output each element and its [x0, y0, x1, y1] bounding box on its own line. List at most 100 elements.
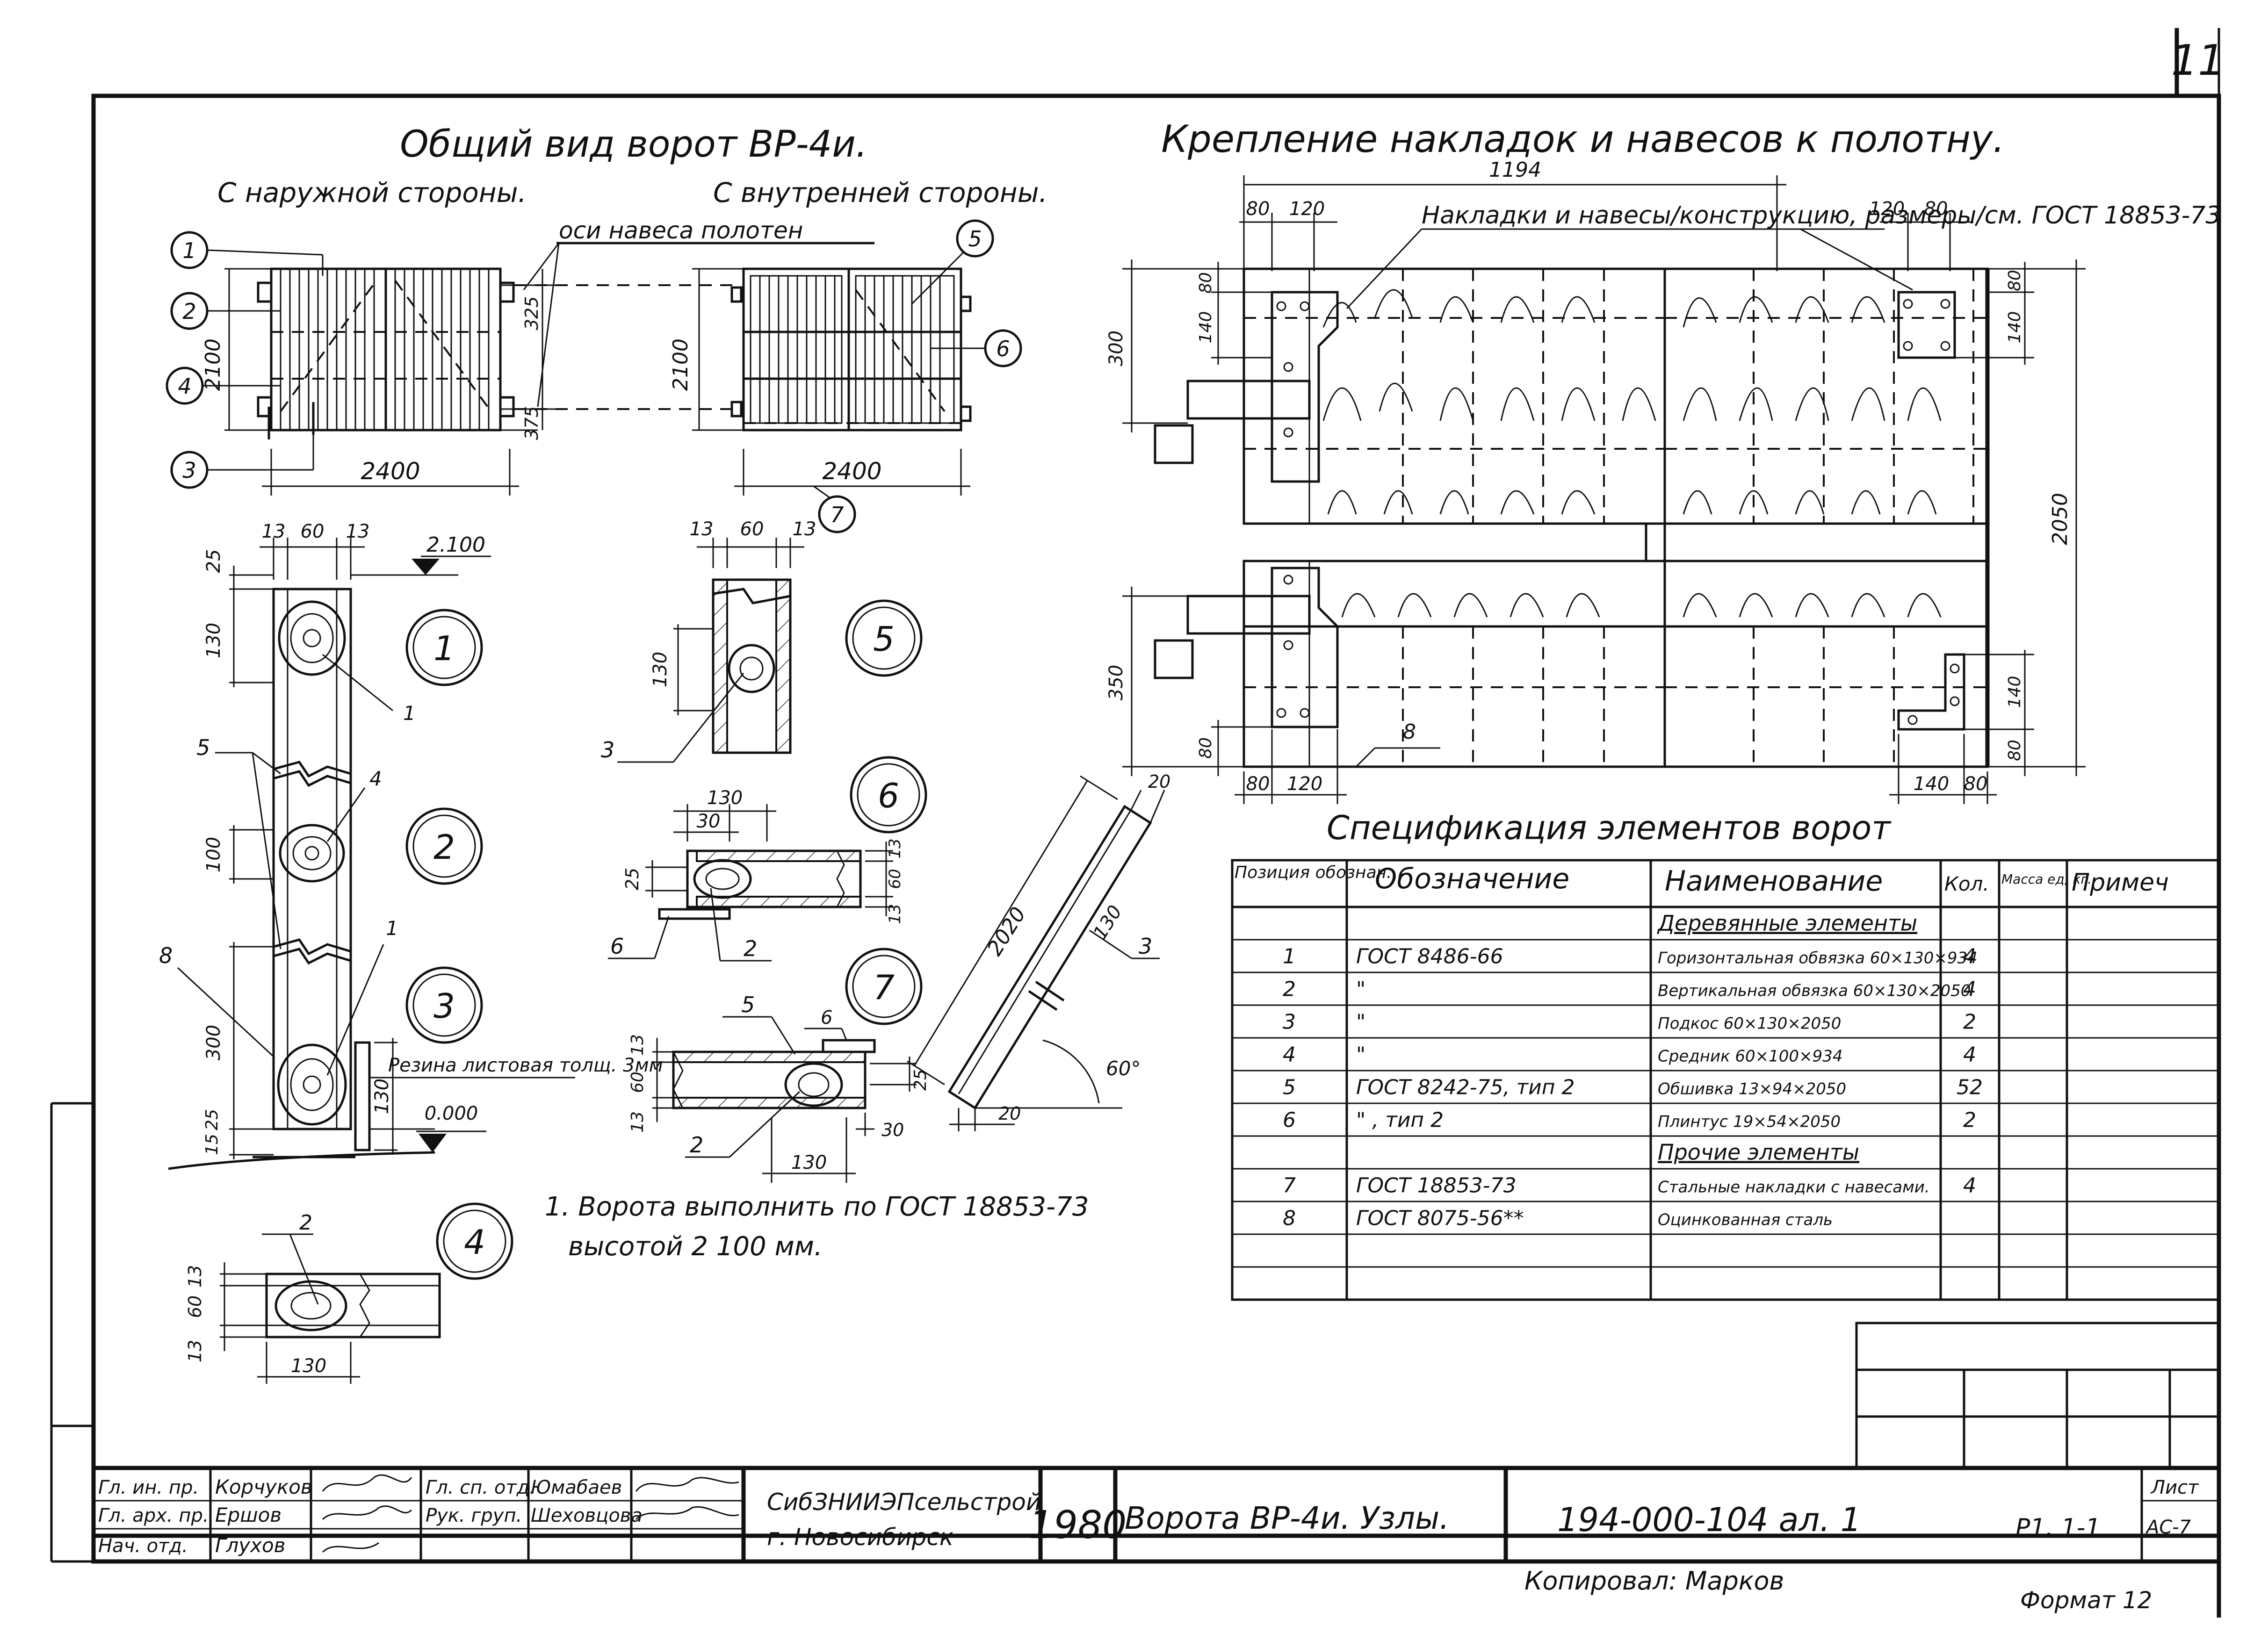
- svg-text:Кол.: Кол.: [1944, 872, 1989, 895]
- svg-text:5: 5: [741, 992, 755, 1017]
- attach-height-dim: 2050: [2048, 493, 2072, 545]
- format-label: Формат 12: [2020, 1587, 2152, 1614]
- svg-text:13: 13: [628, 1111, 647, 1133]
- gate-outside-view: 2100 325 375 2400: [201, 267, 556, 496]
- svg-text:80: 80: [1196, 272, 1215, 294]
- svg-text:2: 2: [744, 936, 757, 961]
- outside-bottom-dim: 375: [521, 406, 542, 440]
- svg-text:30: 30: [881, 1120, 904, 1140]
- sheet-frame: [50, 28, 2221, 1618]
- leaf-bottom-right: [1663, 560, 1989, 768]
- svg-text:80: 80: [1964, 773, 1988, 795]
- outside-label: С наружной стороны.: [217, 177, 527, 209]
- outside-top-dim: 325: [521, 296, 542, 331]
- spec-cell-code: ": [1356, 977, 1365, 1001]
- svg-text:6: 6: [821, 1007, 832, 1029]
- outside-height-dim: 2100: [201, 338, 225, 391]
- svg-text:4: 4: [178, 374, 191, 399]
- svg-text:25: 25: [911, 1069, 930, 1091]
- svg-text:300: 300: [1105, 331, 1127, 366]
- spec-cell-name: Горизонтальная обвязка 60×130×934: [1658, 949, 1978, 967]
- attach-dimensions: 300 140 80 80 140 2050 350 80 140 80 80 …: [1105, 259, 2086, 804]
- spec-cell-qty: 2: [1963, 1010, 1976, 1034]
- s5-dim-130: 130: [650, 652, 671, 687]
- section-4: 13 60 13 130 2 4: [185, 1202, 513, 1384]
- s4-dim-130: 130: [291, 1355, 326, 1377]
- s3-dim-300: 300: [203, 1025, 224, 1060]
- spec-cell-pos: 7: [1283, 1173, 1296, 1197]
- svg-text:60: 60: [740, 518, 764, 540]
- note-line-2: высотой 2 100 мм.: [568, 1231, 823, 1262]
- inside-label: С внутренней стороны.: [713, 177, 1047, 209]
- attach-callout-8: 8: [1403, 720, 1416, 744]
- s3-dim-15: 15: [202, 1134, 222, 1155]
- svg-text:30: 30: [697, 811, 721, 832]
- spec-cell-name: Оцинкованная сталь: [1658, 1210, 1833, 1229]
- sheet-value: АС-7: [2145, 1517, 2191, 1538]
- section-2-label: 2: [433, 827, 455, 867]
- s1-dim-13a: 13: [262, 521, 286, 542]
- spec-header: Позиция обознач. Обозначение Наименовани…: [1235, 863, 2169, 898]
- outside-callouts: 1 2 4 3: [166, 231, 324, 489]
- svg-text:Юмабаев: Юмабаев: [531, 1477, 622, 1498]
- svg-text:1: 1: [403, 702, 416, 725]
- spec-cell-pos: 2: [1283, 977, 1296, 1001]
- spec-cell-name: Подкос 60×130×2050: [1658, 1014, 1841, 1033]
- svg-text:140: 140: [2005, 311, 2024, 344]
- title-block-grid: [91, 1322, 2221, 1564]
- outside-width-dim: 2400: [361, 458, 420, 485]
- brace-angle: 60°: [1106, 1057, 1141, 1080]
- hinge-axis-label: оси навеса полотен: [559, 217, 803, 244]
- inside-callouts: 5 6 7: [813, 219, 1022, 533]
- svg-text:80: 80: [1246, 198, 1270, 220]
- svg-text:1: 1: [386, 917, 398, 940]
- s3-dim-130: 130: [371, 1079, 393, 1114]
- svg-text:25: 25: [622, 868, 643, 890]
- leaf-top-left: [1154, 267, 1666, 525]
- svg-text:Обозначение: Обозначение: [1375, 863, 1569, 895]
- svg-text:13: 13: [185, 1340, 205, 1362]
- spec-cell-pos: 5: [1283, 1075, 1296, 1099]
- svg-text:6: 6: [996, 336, 1010, 361]
- s1-dim-60: 60: [301, 521, 325, 542]
- svg-text:5: 5: [968, 226, 982, 252]
- svg-text:140: 140: [2005, 676, 2024, 708]
- svg-text:Нач. отд.: Нач. отд.: [98, 1535, 188, 1557]
- spec-title: Спецификация элементов ворот: [1327, 809, 1892, 847]
- svg-text:60: 60: [886, 869, 904, 889]
- svg-text:80: 80: [2005, 270, 2024, 291]
- spec-cell-pos: 4: [1283, 1043, 1296, 1066]
- svg-text:80: 80: [2005, 740, 2024, 761]
- svg-text:120: 120: [1289, 198, 1325, 220]
- svg-text:Гл. сп. отд.: Гл. сп. отд.: [426, 1477, 535, 1498]
- org-line-2: г. Новосибирск: [767, 1524, 953, 1551]
- s1-level: 2.100: [426, 533, 485, 557]
- spec-cell-pos: 6: [1283, 1108, 1296, 1132]
- spec-cell-code: ГОСТ 8486-66: [1356, 944, 1503, 968]
- sheet-label: Лист: [2150, 1477, 2199, 1498]
- svg-text:Шеховцова: Шеховцова: [531, 1505, 643, 1526]
- spec-cell-qty: 2: [1963, 1108, 1976, 1132]
- s1-dim-13b: 13: [346, 521, 370, 542]
- section-7: 13 60 13 25 30 130 5 6 2 7: [628, 948, 930, 1183]
- section-4-label: 4: [464, 1223, 485, 1262]
- svg-text:120: 120: [1287, 773, 1322, 795]
- svg-text:80: 80: [1924, 198, 1948, 220]
- title-block-signatures: Гл. ин. пр. Гл. арх. пр. Нач. отд. Корчу…: [98, 1474, 739, 1557]
- svg-text:20: 20: [1148, 771, 1170, 792]
- section-1-label: 1: [433, 629, 455, 668]
- attach-note-label: Накладки и навесы/конструкцию, размеры/с…: [1422, 201, 2221, 230]
- note-line-1: 1. Ворота выполнить по ГОСТ 18853-73: [545, 1192, 1089, 1222]
- spec-cell-qty: 4: [1963, 944, 1976, 968]
- section-strip-left: 13 60 13 2.100 25 130 100 300 25 15 130 …: [168, 521, 663, 1170]
- spec-cell-pos: 3: [1283, 1010, 1296, 1034]
- sheet-code: Р1. 1-1: [2015, 1514, 2101, 1542]
- page-number: 11: [2171, 36, 2225, 85]
- brace-detail: 2020 130 20 20 60° 3: [907, 771, 1170, 1131]
- svg-text:2: 2: [690, 1132, 703, 1158]
- svg-text:120: 120: [1869, 198, 1905, 220]
- gate-inside-view: 2100 2400: [514, 267, 972, 496]
- spec-cell-name: Деревянные элементы: [1657, 910, 1917, 935]
- spec-cell-name: Обшивка 13×94×2050: [1658, 1079, 1846, 1098]
